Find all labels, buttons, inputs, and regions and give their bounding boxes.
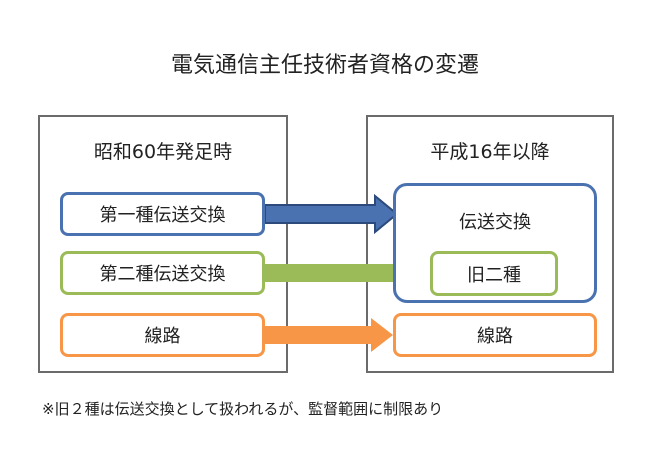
diagram-title: 電気通信主任技術者資格の変遷 [170, 53, 479, 78]
panel-1985-heading: 昭和60年発足時 [93, 141, 233, 163]
arrow-first-class [264, 193, 399, 235]
box-line-2004: 線路 [393, 313, 597, 357]
box-old-second-class: 旧二種 [430, 251, 558, 296]
box-first-class-transmission: 第一種伝送交換 [60, 192, 265, 236]
arrow-line [265, 318, 393, 352]
arrow-second-class [265, 256, 430, 290]
box-second-class-transmission: 第二種伝送交換 [60, 251, 265, 295]
box-line-1985: 線路 [60, 313, 265, 357]
panel-2004-heading: 平成16年以降 [430, 141, 550, 163]
footnote: ※旧２種は伝送交換として扱われるが、監督範囲に制限あり [42, 400, 444, 418]
group-label: 伝送交換 [459, 212, 531, 233]
